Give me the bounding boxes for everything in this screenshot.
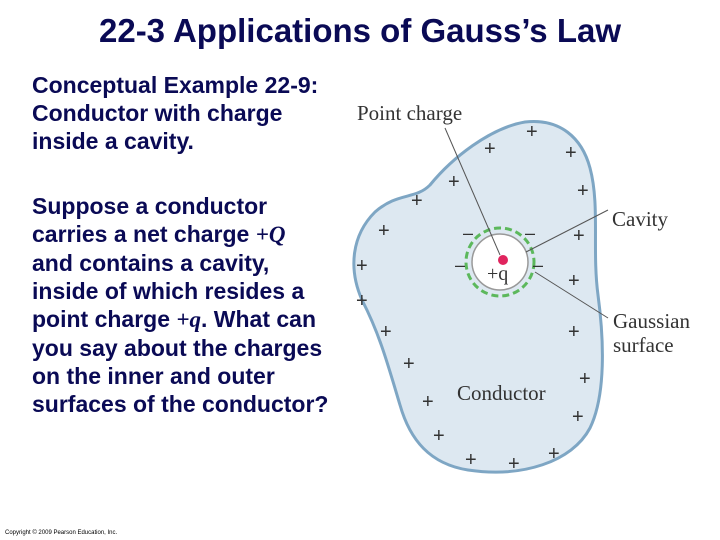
svg-text:–: –: [533, 255, 543, 275]
svg-text:+: +: [526, 121, 538, 143]
slide-title: 22-3 Applications of Gauss’s Law: [98, 12, 622, 49]
svg-text:+: +: [579, 368, 591, 390]
point-charge-symbol: +q: [176, 307, 202, 332]
copyright-notice: Copyright © 2009 Pearson Education, Inc.: [5, 530, 118, 536]
svg-text:+: +: [380, 321, 392, 343]
conductor-body: [352, 120, 604, 474]
svg-text:+: +: [568, 321, 580, 343]
svg-text:–: –: [455, 255, 465, 275]
svg-text:+: +: [508, 453, 520, 475]
svg-text:+: +: [565, 142, 577, 164]
question-part-2: and contains a cavity, inside of which r…: [32, 250, 305, 332]
svg-text:+: +: [422, 391, 434, 413]
inner-surface-charges: – – – –: [455, 223, 543, 275]
question-text: Suppose a conductor carries a net charge…: [32, 192, 332, 418]
gaussian-pointer: [534, 271, 609, 319]
conductor-label: Conductor: [457, 381, 546, 405]
point-charge-pointer: [444, 127, 501, 256]
svg-text:–: –: [525, 223, 535, 243]
point-charge-label: Point charge: [357, 101, 462, 125]
cavity-pointer: [525, 209, 609, 253]
svg-text:+: +: [548, 443, 560, 465]
point-charge-dot: [498, 255, 508, 265]
question-part-3: . What can you say about the charges on …: [32, 306, 329, 417]
gaussian-surface-circle: [464, 226, 536, 298]
svg-text:+: +: [378, 220, 390, 242]
svg-text:+: +: [356, 255, 368, 277]
svg-text:+: +: [356, 290, 368, 312]
svg-text:+: +: [403, 353, 415, 375]
question-part-1: Suppose a conductor carries a net charge: [32, 193, 268, 247]
charge-label: +q: [487, 263, 508, 285]
svg-text:+: +: [573, 225, 585, 247]
svg-text:+: +: [448, 171, 460, 193]
svg-text:+: +: [465, 449, 477, 471]
conductor-diagram: Point charge Cavity Gaussian surface Con…: [352, 101, 690, 475]
cavity-label: Cavity: [612, 207, 668, 231]
svg-text:+: +: [568, 270, 580, 292]
svg-text:–: –: [463, 223, 473, 243]
example-heading: Conceptual Example 22-9: Conductor with …: [32, 72, 319, 154]
svg-text:+: +: [433, 425, 445, 447]
svg-text:+: +: [572, 406, 584, 428]
svg-text:+: +: [484, 138, 496, 160]
gaussian-label-line1: Gaussian: [613, 309, 690, 333]
svg-text:+: +: [411, 190, 423, 212]
outer-surface-charges: + + + + + + + + + + + + + + + + + + + + …: [356, 121, 591, 475]
svg-text:+: +: [577, 180, 589, 202]
gaussian-label-line2: surface: [613, 333, 674, 357]
net-charge-symbol: +Q: [255, 222, 286, 247]
